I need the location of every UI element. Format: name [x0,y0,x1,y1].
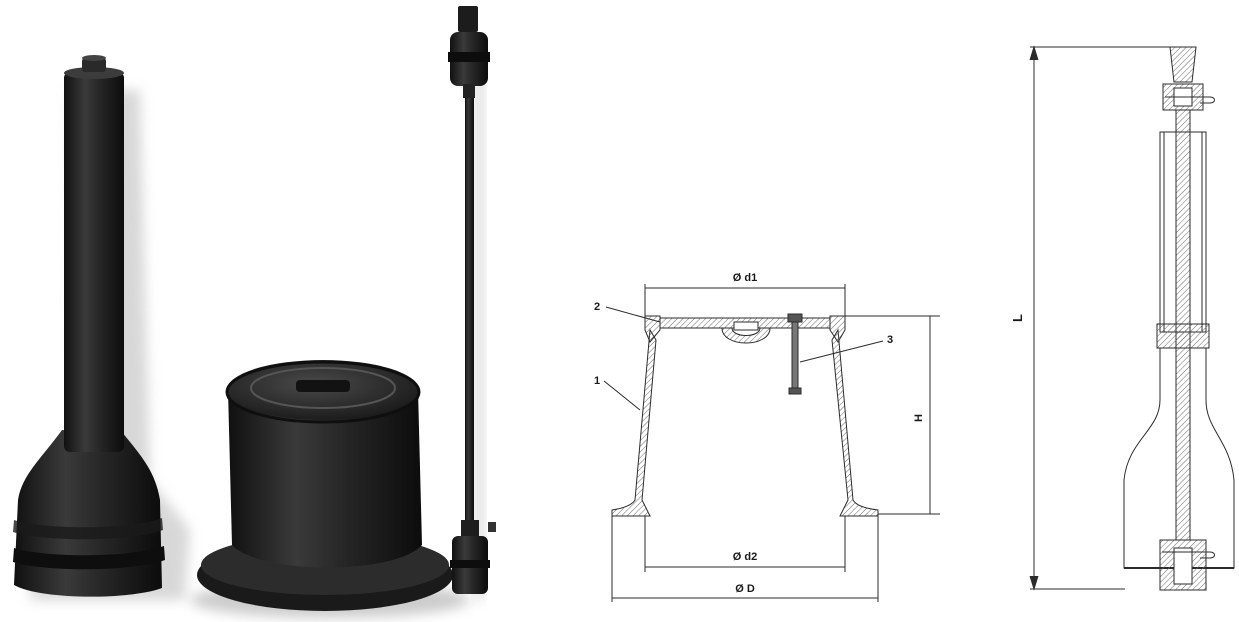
photo-surface-box [190,360,470,618]
box-lid-rim [225,360,421,424]
spindle-lower-collar [461,520,479,538]
box-bolt-shank [791,321,799,391]
L-arrow-top [1029,45,1039,61]
callout-3-leader [799,340,884,363]
box-lid-lug [721,327,771,344]
tube-cap [82,58,106,72]
box-lid-inner [250,367,396,409]
surface-box-drawing [603,284,940,602]
tube-top [64,67,124,79]
callout-2: 2 [594,301,600,313]
callout-1-leader [603,380,641,411]
box-top-frame-left [644,315,661,343]
label-H: H [913,414,925,422]
box-bolt-foot [788,387,802,395]
tube-cap-top [82,55,106,61]
label-d1: Ø d1 [733,272,757,284]
box-bolt-head [787,313,803,323]
spindle-lower-socket-band [450,560,490,568]
photo-extension-spindle [448,6,496,600]
label-L: L [1010,314,1025,322]
spindle-head-section [1169,46,1197,83]
box-right-wall [831,328,879,517]
box-left-wall [611,328,657,517]
spindle-lower-coupling-core [1173,547,1193,585]
box-body [228,390,422,568]
callout-3: 3 [887,334,893,346]
tube-bell-ring-2 [13,518,163,540]
box-lid-slot [296,380,350,392]
spindle-stem-top [463,84,475,98]
label-d2: Ø d2 [733,551,757,563]
surface-box-drawing-labels: Ø d1 Ø d2 Ø D H 2 1 3 [594,272,925,595]
spindle-drawing-labels: L [1010,314,1025,322]
L-arrow-bottom [1029,575,1039,591]
box-top-frame-right [829,315,846,343]
spindle-rod [465,90,474,540]
callout-1: 1 [594,375,600,387]
spindle-pin [488,522,496,532]
spindle-lower-cotter [1162,551,1215,559]
tube-bell-ring [13,546,165,570]
label-D: Ø D [735,583,755,595]
tube-bell [14,430,162,597]
tube-shaft [64,72,124,452]
spindle-upper-cotter [1165,96,1215,104]
spindle-rod-shadow [474,60,484,600]
spindle-upper-coupling-band [448,52,490,62]
photo-spindle-extension-tube [13,55,190,600]
box-lid-slot-section [733,321,759,331]
spindle-square-head [458,6,478,32]
spindle-tube-collar [1156,323,1210,349]
spindle-drawing [1029,45,1235,591]
callout-2-leader [605,306,661,323]
